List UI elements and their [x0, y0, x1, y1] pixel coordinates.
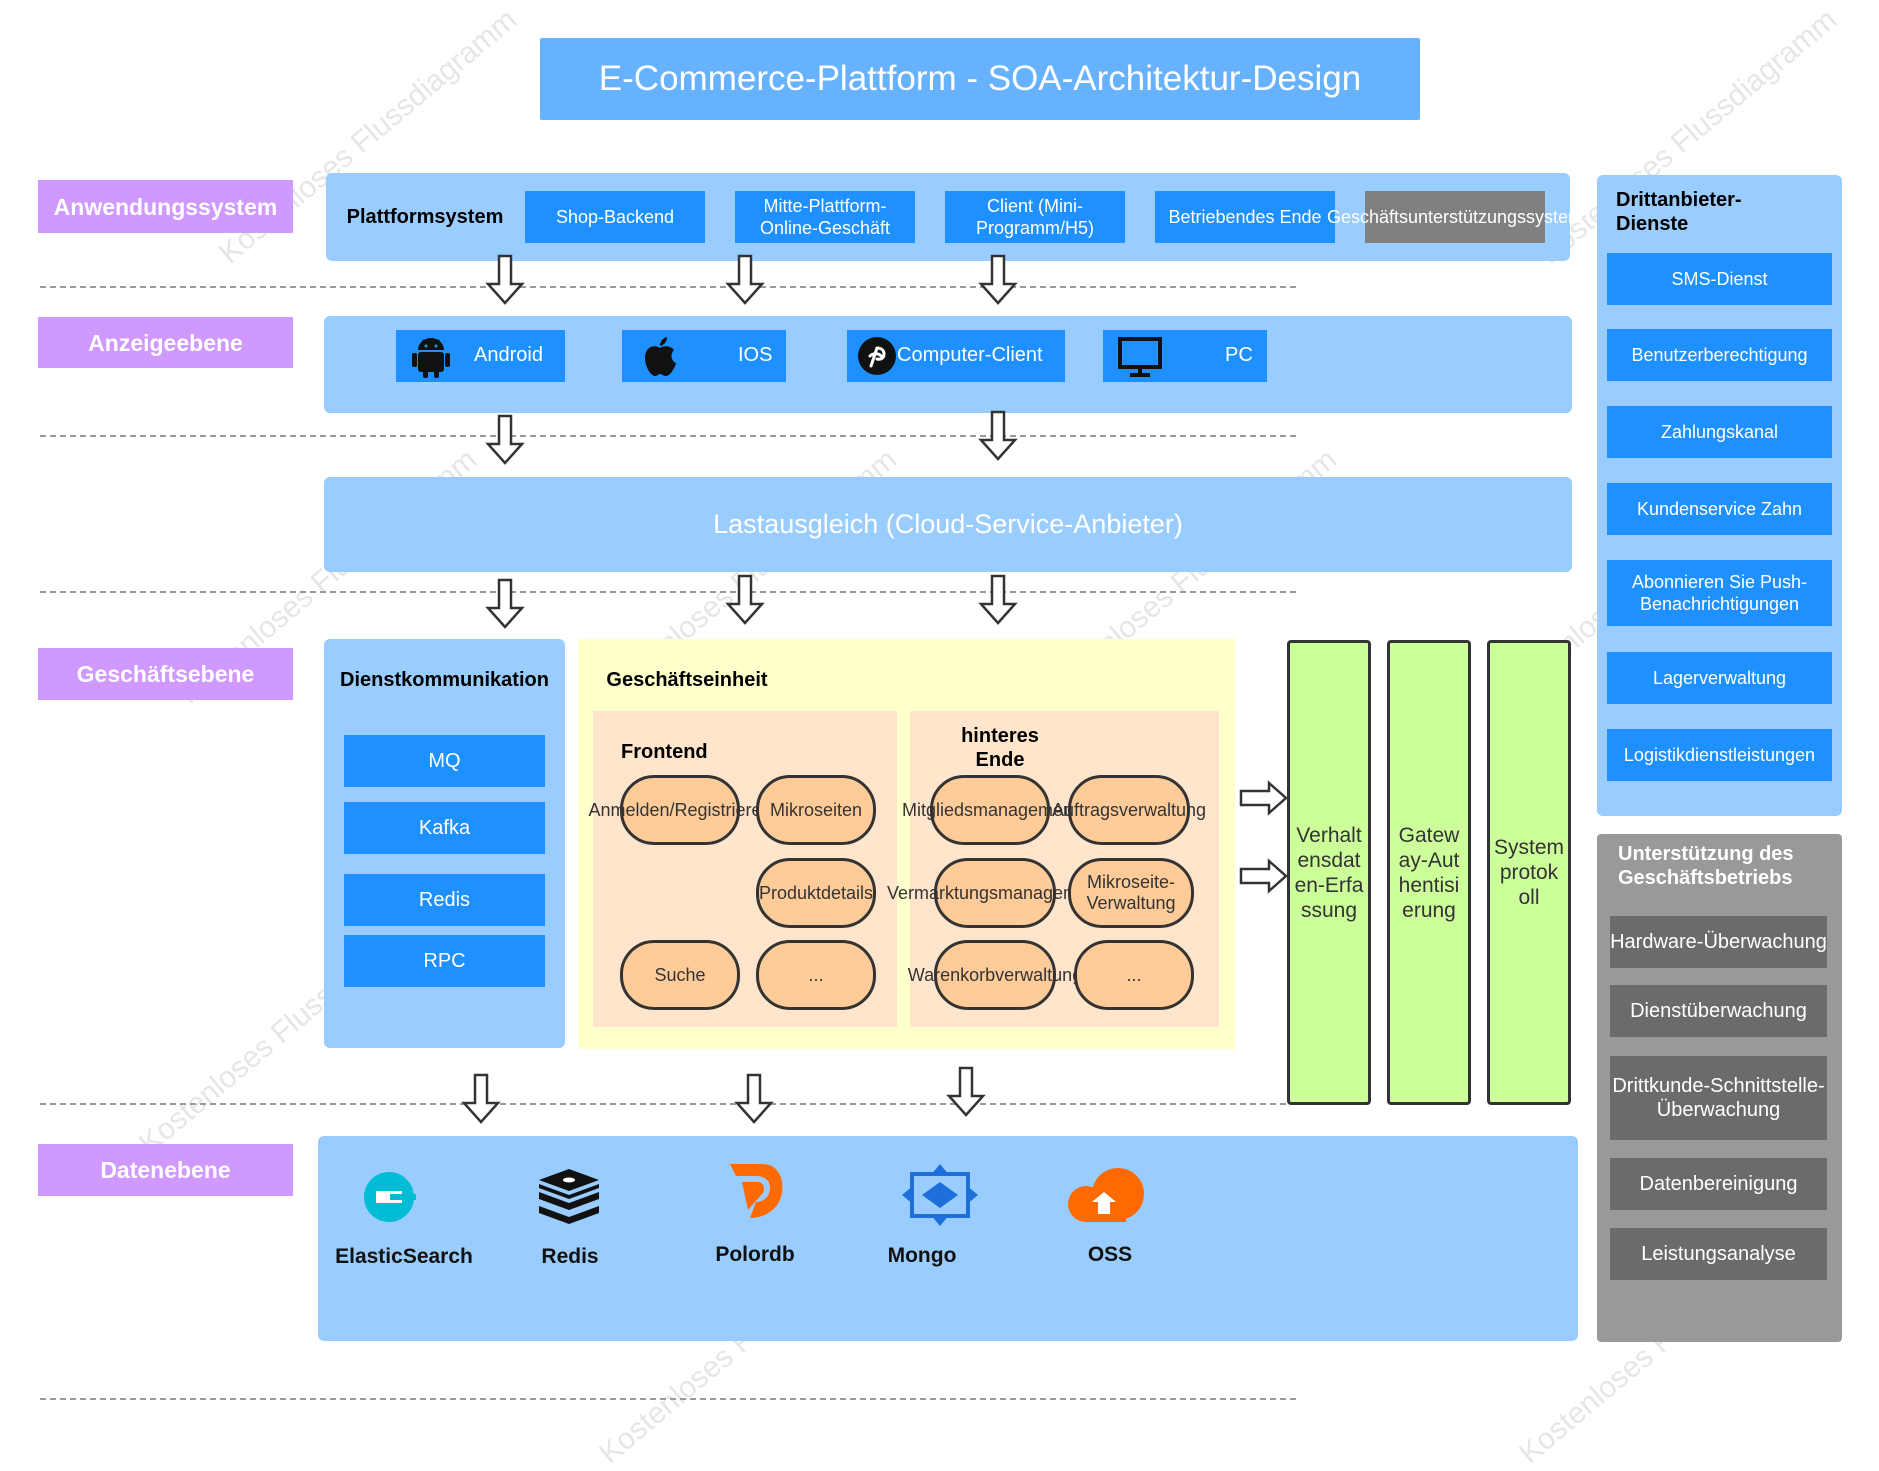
polordb-label: Polordb — [715, 1243, 795, 1266]
computer-client-icon — [858, 337, 896, 375]
cart-management-module[interactable]: Warenkorbverwaltung — [908, 940, 1082, 1010]
customer-service-button[interactable]: Kundenservice Zahn — [1607, 483, 1832, 535]
separator — [40, 591, 1296, 593]
microsites-module[interactable]: Mikroseiten — [756, 775, 876, 845]
arrow-right-icon — [1239, 780, 1288, 816]
layer-label-display: Anzeigeebene — [38, 317, 293, 368]
data-cleanup-button[interactable]: Datenbereinigung — [1610, 1158, 1827, 1210]
arrow-right-icon — [1239, 858, 1288, 894]
computer-client-device[interactable]: Computer-Client — [847, 330, 1065, 382]
shop-backend-button[interactable]: Shop-Backend — [525, 191, 705, 243]
ios-device[interactable]: IOS — [622, 330, 786, 382]
load-balancer: Lastausgleich (Cloud-Service-Anbieter) — [324, 477, 1572, 572]
arrow-down-icon — [734, 1073, 774, 1124]
data-layer-panel — [318, 1136, 1578, 1341]
frontend-label: Frontend — [621, 741, 708, 763]
pc-device[interactable]: PC — [1103, 330, 1267, 382]
android-label: Android — [474, 344, 543, 366]
layer-label-data: Datenebene — [38, 1144, 293, 1196]
gateway-authentication-column[interactable]: Gateway-Authentisierung — [1387, 640, 1471, 1105]
push-subscription-button[interactable]: Abonnieren Sie Push-Benachrichtigungen — [1607, 560, 1832, 626]
hardware-monitoring-button[interactable]: Hardware-Überwachung — [1610, 916, 1827, 968]
third-party-label: Drittanbieter-Dienste — [1616, 189, 1742, 235]
page-title: E-Commerce-Plattform - SOA-Architektur-D… — [540, 38, 1420, 120]
sms-service-button[interactable]: SMS-Dienst — [1607, 253, 1832, 305]
mq-button[interactable]: MQ — [344, 735, 545, 787]
oss-cloud-icon — [1068, 1168, 1144, 1222]
computer-client-label: Computer-Client — [897, 344, 1043, 366]
elasticsearch-icon — [364, 1172, 416, 1222]
layer-label-business: Geschäftsebene — [38, 648, 293, 700]
apple-icon — [645, 337, 676, 376]
android-device[interactable]: Android — [396, 330, 565, 382]
arrow-down-icon — [978, 574, 1018, 625]
android-icon — [412, 338, 450, 378]
service-monitoring-button[interactable]: Dienstüberwachung — [1610, 985, 1827, 1037]
payment-channel-button[interactable]: Zahlungskanal — [1607, 406, 1832, 458]
service-communication-label: Dienstkommunikation — [340, 669, 549, 691]
business-support-system-button[interactable]: Geschäftsunterstützungssystem — [1327, 191, 1583, 243]
client-miniprogram-button[interactable]: Client (Mini-Programm/H5) — [945, 191, 1125, 243]
performance-analysis-button[interactable]: Leistungsanalyse — [1610, 1228, 1827, 1280]
user-permission-button[interactable]: Benutzerberechtigung — [1607, 329, 1832, 381]
layer-label-application: Anwendungssystem — [38, 180, 293, 233]
arrow-down-icon — [485, 578, 525, 629]
search-module[interactable]: Suche — [620, 940, 740, 1010]
system-log-column[interactable]: Systemprotokoll — [1487, 640, 1571, 1105]
product-details-module[interactable]: Produktdetails — [756, 858, 876, 928]
arrow-down-icon — [485, 254, 525, 305]
backend-more-module[interactable]: ... — [1074, 940, 1194, 1010]
business-unit-label: Geschäftseinheit — [606, 669, 768, 691]
arrow-down-icon — [946, 1066, 986, 1117]
oss-label: OSS — [1087, 1243, 1133, 1266]
microsite-management-module[interactable]: Mikroseite-Verwaltung — [1068, 858, 1194, 928]
redis-label: Redis — [541, 1245, 599, 1268]
separator — [40, 1103, 1296, 1105]
arrow-down-icon — [978, 254, 1018, 305]
redis-icon — [539, 1169, 599, 1224]
frontend-more-module[interactable]: ... — [756, 940, 876, 1010]
inventory-button[interactable]: Lagerverwaltung — [1607, 652, 1832, 704]
mongo-label: Mongo — [887, 1244, 957, 1267]
redis-button[interactable]: Redis — [344, 874, 545, 926]
polordb-icon — [730, 1164, 783, 1218]
mid-platform-button[interactable]: Mitte-Plattform-Online-Geschäft — [735, 191, 915, 243]
separator — [40, 286, 1296, 288]
order-management-module[interactable]: Auftragsverwaltung — [1052, 775, 1206, 845]
logistics-button[interactable]: Logistikdienstleistungen — [1607, 729, 1832, 781]
backend-label: hinteres Ende — [961, 725, 1039, 771]
third-party-interface-monitoring-button[interactable]: Drittkunde-Schnittstelle-Überwachung — [1610, 1056, 1827, 1140]
monitor-icon — [1118, 337, 1162, 377]
separator — [40, 435, 1296, 437]
login-register-module[interactable]: Anmelden/Registrieren — [588, 775, 772, 845]
arrow-down-icon — [461, 1073, 501, 1124]
arrow-down-icon — [725, 574, 765, 625]
marketing-management-module[interactable]: Vermarktungsmanagement — [887, 858, 1103, 928]
operations-label: Unterstützung des Geschäftsbetriebs — [1618, 843, 1794, 889]
kafka-button[interactable]: Kafka — [344, 802, 545, 854]
arrow-down-icon — [725, 254, 765, 305]
mongo-icon — [902, 1164, 978, 1226]
separator — [40, 1398, 1296, 1400]
pc-label: PC — [1225, 344, 1253, 366]
rpc-button[interactable]: RPC — [344, 935, 545, 987]
ios-label: IOS — [738, 344, 773, 366]
operations-end-button[interactable]: Betriebendes Ende — [1155, 191, 1335, 243]
elasticsearch-label: ElasticSearch — [335, 1245, 473, 1268]
member-management-module[interactable]: Mitgliedsmanagement — [902, 775, 1078, 845]
behavior-data-collection-column[interactable]: Verhaltensdaten-Erfassung — [1287, 640, 1371, 1105]
arrow-down-icon — [485, 414, 525, 465]
arrow-down-icon — [978, 410, 1018, 461]
platform-system-label: Plattformsystem — [346, 206, 504, 228]
